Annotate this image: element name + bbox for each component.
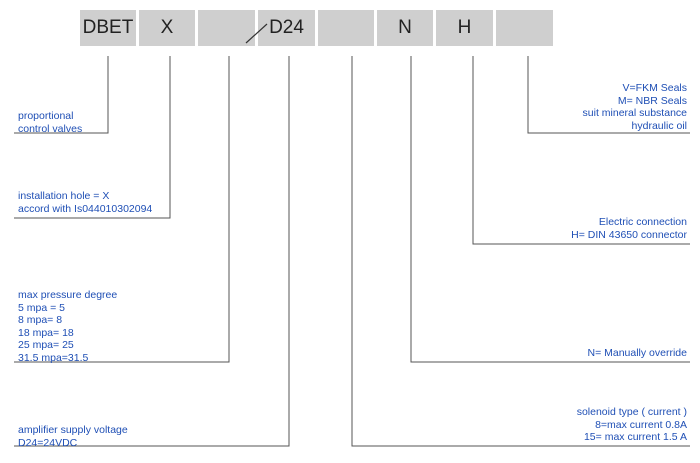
label-line: 31.5 mpa=31.5 [18,351,89,364]
label-line: M= NBR Seals [617,94,687,107]
model-code-row: DBET X D24 N H [0,0,700,60]
code-cell-installation: X [139,10,195,46]
code-cell-pressure [198,10,255,46]
leader-solenoid [351,56,690,447]
code-cell-override: N [377,10,433,46]
leader-pressure [14,56,230,363]
label-line: 15= max current 1.5 A [583,431,687,443]
leader-seals [527,56,690,134]
label-line: hydraulic oil [631,119,687,132]
label-line: installation hole = X [18,190,110,202]
label-override: N= Manually override [587,347,687,360]
label-solenoid: solenoid type ( current ) 8=max current … [577,406,687,444]
leader-override [410,56,690,363]
leader-electric [472,56,690,245]
code-cell-voltage: D24 [258,10,315,46]
label-line: V=FKM Seals [622,82,687,94]
code-cell-series: DBET [80,10,136,46]
label-pressure: max pressure degree 5 mpa = 5 8 mpa= 8 1… [18,289,117,364]
code-cell-connection: H [436,10,493,46]
label-line: suit mineral substance [582,107,687,119]
label-proportional: proportional control valves [18,110,82,135]
label-line: Electric connection [598,216,687,228]
leader-supply [14,56,290,447]
label-electric: Electric connection H= DIN 43650 connect… [571,216,687,241]
label-line: accord with Is044010302094 [18,202,153,215]
label-line: proportional [18,110,74,122]
label-line: solenoid type ( current ) [576,406,687,418]
label-line: max pressure degree [18,289,118,301]
label-line: 25 mpa= 25 [18,339,74,351]
label-line: amplifier supply voltage [18,424,128,436]
leader-proportional [14,56,109,134]
leader-installation [14,56,171,219]
code-cell-solenoid [318,10,374,46]
label-line: D24=24VDC [18,436,78,449]
label-line: 5 mpa = 5 [18,301,65,314]
label-line: 18 mpa= 18 [18,326,74,339]
label-line: 8 mpa= 8 [18,314,63,326]
label-line: control valves [18,122,83,135]
code-cell-seals [496,10,553,46]
label-line: H= DIN 43650 connector [571,228,687,241]
label-installation: installation hole = X accord with Is0440… [18,190,152,215]
label-seals: V=FKM Seals M= NBR Seals suit mineral su… [583,82,687,132]
label-line: N= Manually override [587,347,687,359]
label-supply: amplifier supply voltage D24=24VDC [18,424,128,449]
label-line: 8=max current 0.8A [595,418,687,431]
slash-separator [245,23,268,44]
